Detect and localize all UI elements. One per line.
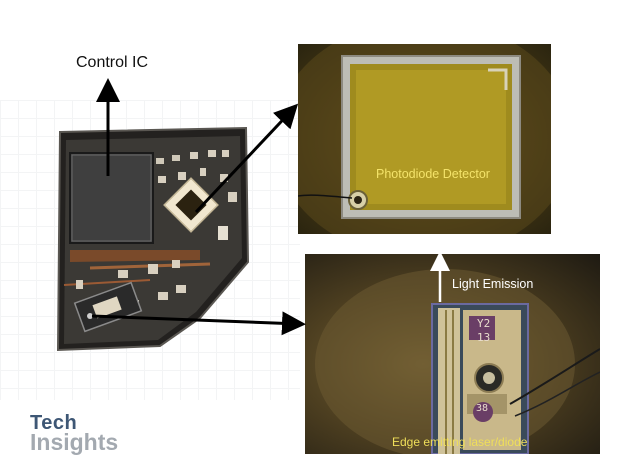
chip-mark-middle: 13	[477, 331, 491, 344]
bottom-pad	[473, 402, 493, 422]
edge-emitting-laser-image	[315, 269, 600, 454]
laser-zoom-panel	[305, 254, 600, 454]
chip-mark-bottom: 38	[476, 403, 489, 414]
edge-emitting-laser-label: Edge emitting laser/diode	[392, 435, 528, 449]
logo-tech: Tech	[30, 412, 78, 434]
control-ic-label: Control IC	[76, 54, 149, 71]
chip-mark-top: Y2	[477, 317, 491, 330]
photodiode-detector-label: Photodiode Detector	[376, 167, 490, 181]
light-emission-label: Light Emission	[452, 277, 534, 291]
logo-insights: Insights	[30, 429, 119, 455]
control-ic-chip	[69, 152, 154, 244]
techinsights-logo: Tech Insights	[30, 412, 119, 455]
photodiode-detector-image	[298, 44, 551, 234]
photodiode-zoom-panel	[298, 44, 551, 234]
